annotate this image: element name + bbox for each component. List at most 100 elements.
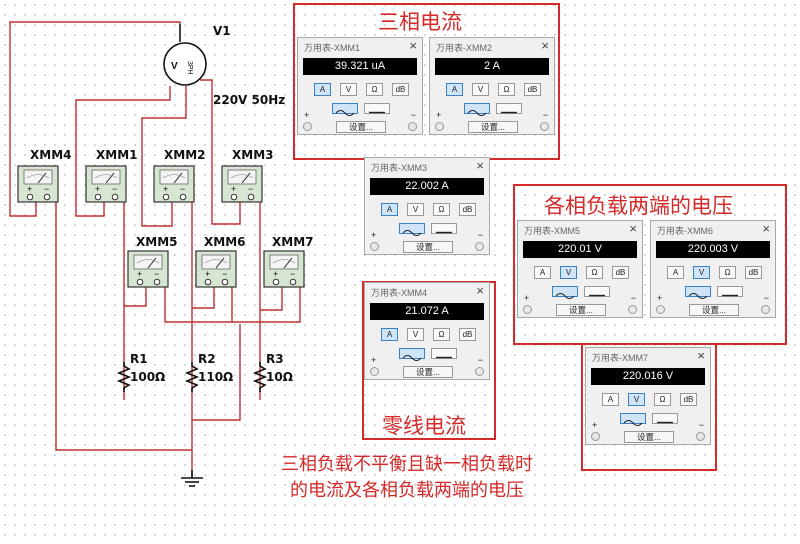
meter-symbol-xmm5[interactable]: +− — [127, 250, 169, 288]
plus-jack[interactable] — [370, 242, 379, 251]
meter-label-xmm4: XMM4 — [30, 148, 71, 162]
plus-jack[interactable] — [435, 122, 444, 131]
meter-minus-terminal: − — [112, 184, 117, 194]
db-button[interactable]: dB — [745, 266, 762, 279]
settings-button[interactable]: 设置... — [336, 121, 386, 133]
ohm-button[interactable]: Ω — [366, 83, 383, 96]
close-icon[interactable]: × — [476, 283, 484, 298]
meter-label-xmm3: XMM3 — [232, 148, 273, 162]
amp-button[interactable]: A — [534, 266, 551, 279]
ac-button[interactable] — [399, 348, 425, 361]
settings-button[interactable]: 设置... — [689, 304, 739, 316]
meter-minus-terminal: − — [248, 184, 253, 194]
plus-jack[interactable] — [591, 432, 600, 441]
meter-symbol-xmm7[interactable]: +− — [263, 250, 305, 288]
ac-button[interactable] — [464, 103, 490, 116]
minus-jack[interactable] — [475, 367, 484, 376]
settings-button[interactable]: 设置... — [468, 121, 518, 133]
dc-line-icon — [501, 111, 517, 114]
dc-button[interactable] — [364, 103, 390, 114]
load-voltage-group-lower — [581, 343, 717, 471]
plus-jack[interactable] — [303, 122, 312, 131]
db-button[interactable]: dB — [612, 266, 629, 279]
minus-jack[interactable] — [540, 122, 549, 131]
settings-button[interactable]: 设置... — [624, 431, 674, 443]
meter-symbol-xmm3[interactable]: +− — [221, 165, 263, 203]
ohm-button[interactable]: Ω — [433, 328, 450, 341]
volt-button[interactable]: V — [407, 328, 424, 341]
amp-button[interactable]: A — [381, 203, 398, 216]
r2-name: R2 — [198, 352, 216, 366]
amp-button[interactable]: A — [667, 266, 684, 279]
close-icon[interactable]: × — [541, 38, 549, 53]
meter-plus-terminal: + — [163, 184, 168, 194]
db-button[interactable]: dB — [459, 328, 476, 341]
minus-jack[interactable] — [761, 305, 770, 314]
ac-button[interactable] — [552, 286, 578, 299]
reading-display: 220.016 V — [591, 368, 705, 385]
meter-symbol-xmm2[interactable]: +− — [153, 165, 195, 203]
ohm-button[interactable]: Ω — [586, 266, 603, 279]
dc-button[interactable] — [431, 223, 457, 234]
ac-button[interactable] — [685, 286, 711, 299]
settings-button[interactable]: 设置... — [403, 241, 453, 253]
plus-jack[interactable] — [370, 367, 379, 376]
volt-button[interactable]: V — [407, 203, 424, 216]
meter-symbol-xmm6[interactable]: +− — [195, 250, 237, 288]
reading-display: 22.002 A — [370, 178, 484, 195]
amp-button[interactable]: A — [602, 393, 619, 406]
dc-button[interactable] — [431, 348, 457, 359]
dc-button[interactable] — [496, 103, 522, 114]
amp-button[interactable]: A — [314, 83, 331, 96]
close-icon[interactable]: × — [409, 38, 417, 53]
close-icon[interactable]: × — [697, 348, 705, 363]
ohm-button[interactable]: Ω — [654, 393, 671, 406]
minus-jack[interactable] — [628, 305, 637, 314]
meter-label-xmm6: XMM6 — [204, 235, 245, 249]
meter-plus-terminal: + — [27, 184, 32, 194]
minus-jack[interactable] — [475, 242, 484, 251]
ac-button[interactable] — [399, 223, 425, 236]
volt-button[interactable]: V — [560, 266, 577, 279]
plus-jack[interactable] — [656, 305, 665, 314]
settings-button[interactable]: 设置... — [403, 366, 453, 378]
db-button[interactable]: dB — [392, 83, 409, 96]
r1-resistor — [116, 362, 132, 392]
amp-button[interactable]: A — [446, 83, 463, 96]
ohm-button[interactable]: Ω — [719, 266, 736, 279]
meter-symbol-xmm4[interactable]: +− — [17, 165, 59, 203]
plus-jack[interactable] — [523, 305, 532, 314]
ohm-button[interactable]: Ω — [433, 203, 450, 216]
close-icon[interactable]: × — [629, 221, 637, 236]
meter-plus-terminal: + — [137, 269, 142, 279]
reading-display: 220.01 V — [523, 241, 637, 258]
ohm-button[interactable]: Ω — [498, 83, 515, 96]
db-button[interactable]: dB — [524, 83, 541, 96]
settings-button[interactable]: 设置... — [556, 304, 606, 316]
db-button[interactable]: dB — [459, 203, 476, 216]
volt-button[interactable]: V — [340, 83, 357, 96]
panel-title: 万用表-XMM1 — [304, 43, 360, 53]
close-icon[interactable]: × — [762, 221, 770, 236]
volt-button[interactable]: V — [628, 393, 645, 406]
reading-display: 21.072 A — [370, 303, 484, 320]
sine-wave-icon — [402, 230, 422, 236]
dc-button[interactable] — [717, 286, 743, 297]
close-icon[interactable]: × — [476, 158, 484, 173]
minus-jack[interactable] — [408, 122, 417, 131]
plus-terminal-label: + — [657, 293, 663, 303]
dc-button[interactable] — [652, 413, 678, 424]
minus-jack[interactable] — [696, 432, 705, 441]
ac-button[interactable] — [620, 413, 646, 426]
ac-button[interactable] — [332, 103, 358, 116]
volt-button[interactable]: V — [472, 83, 489, 96]
db-button[interactable]: dB — [680, 393, 697, 406]
dc-button[interactable] — [584, 286, 610, 297]
volt-button[interactable]: V — [693, 266, 710, 279]
amp-button[interactable]: A — [381, 328, 398, 341]
meter-symbol-xmm1[interactable]: +− — [85, 165, 127, 203]
v1-label: V1 — [213, 24, 231, 38]
